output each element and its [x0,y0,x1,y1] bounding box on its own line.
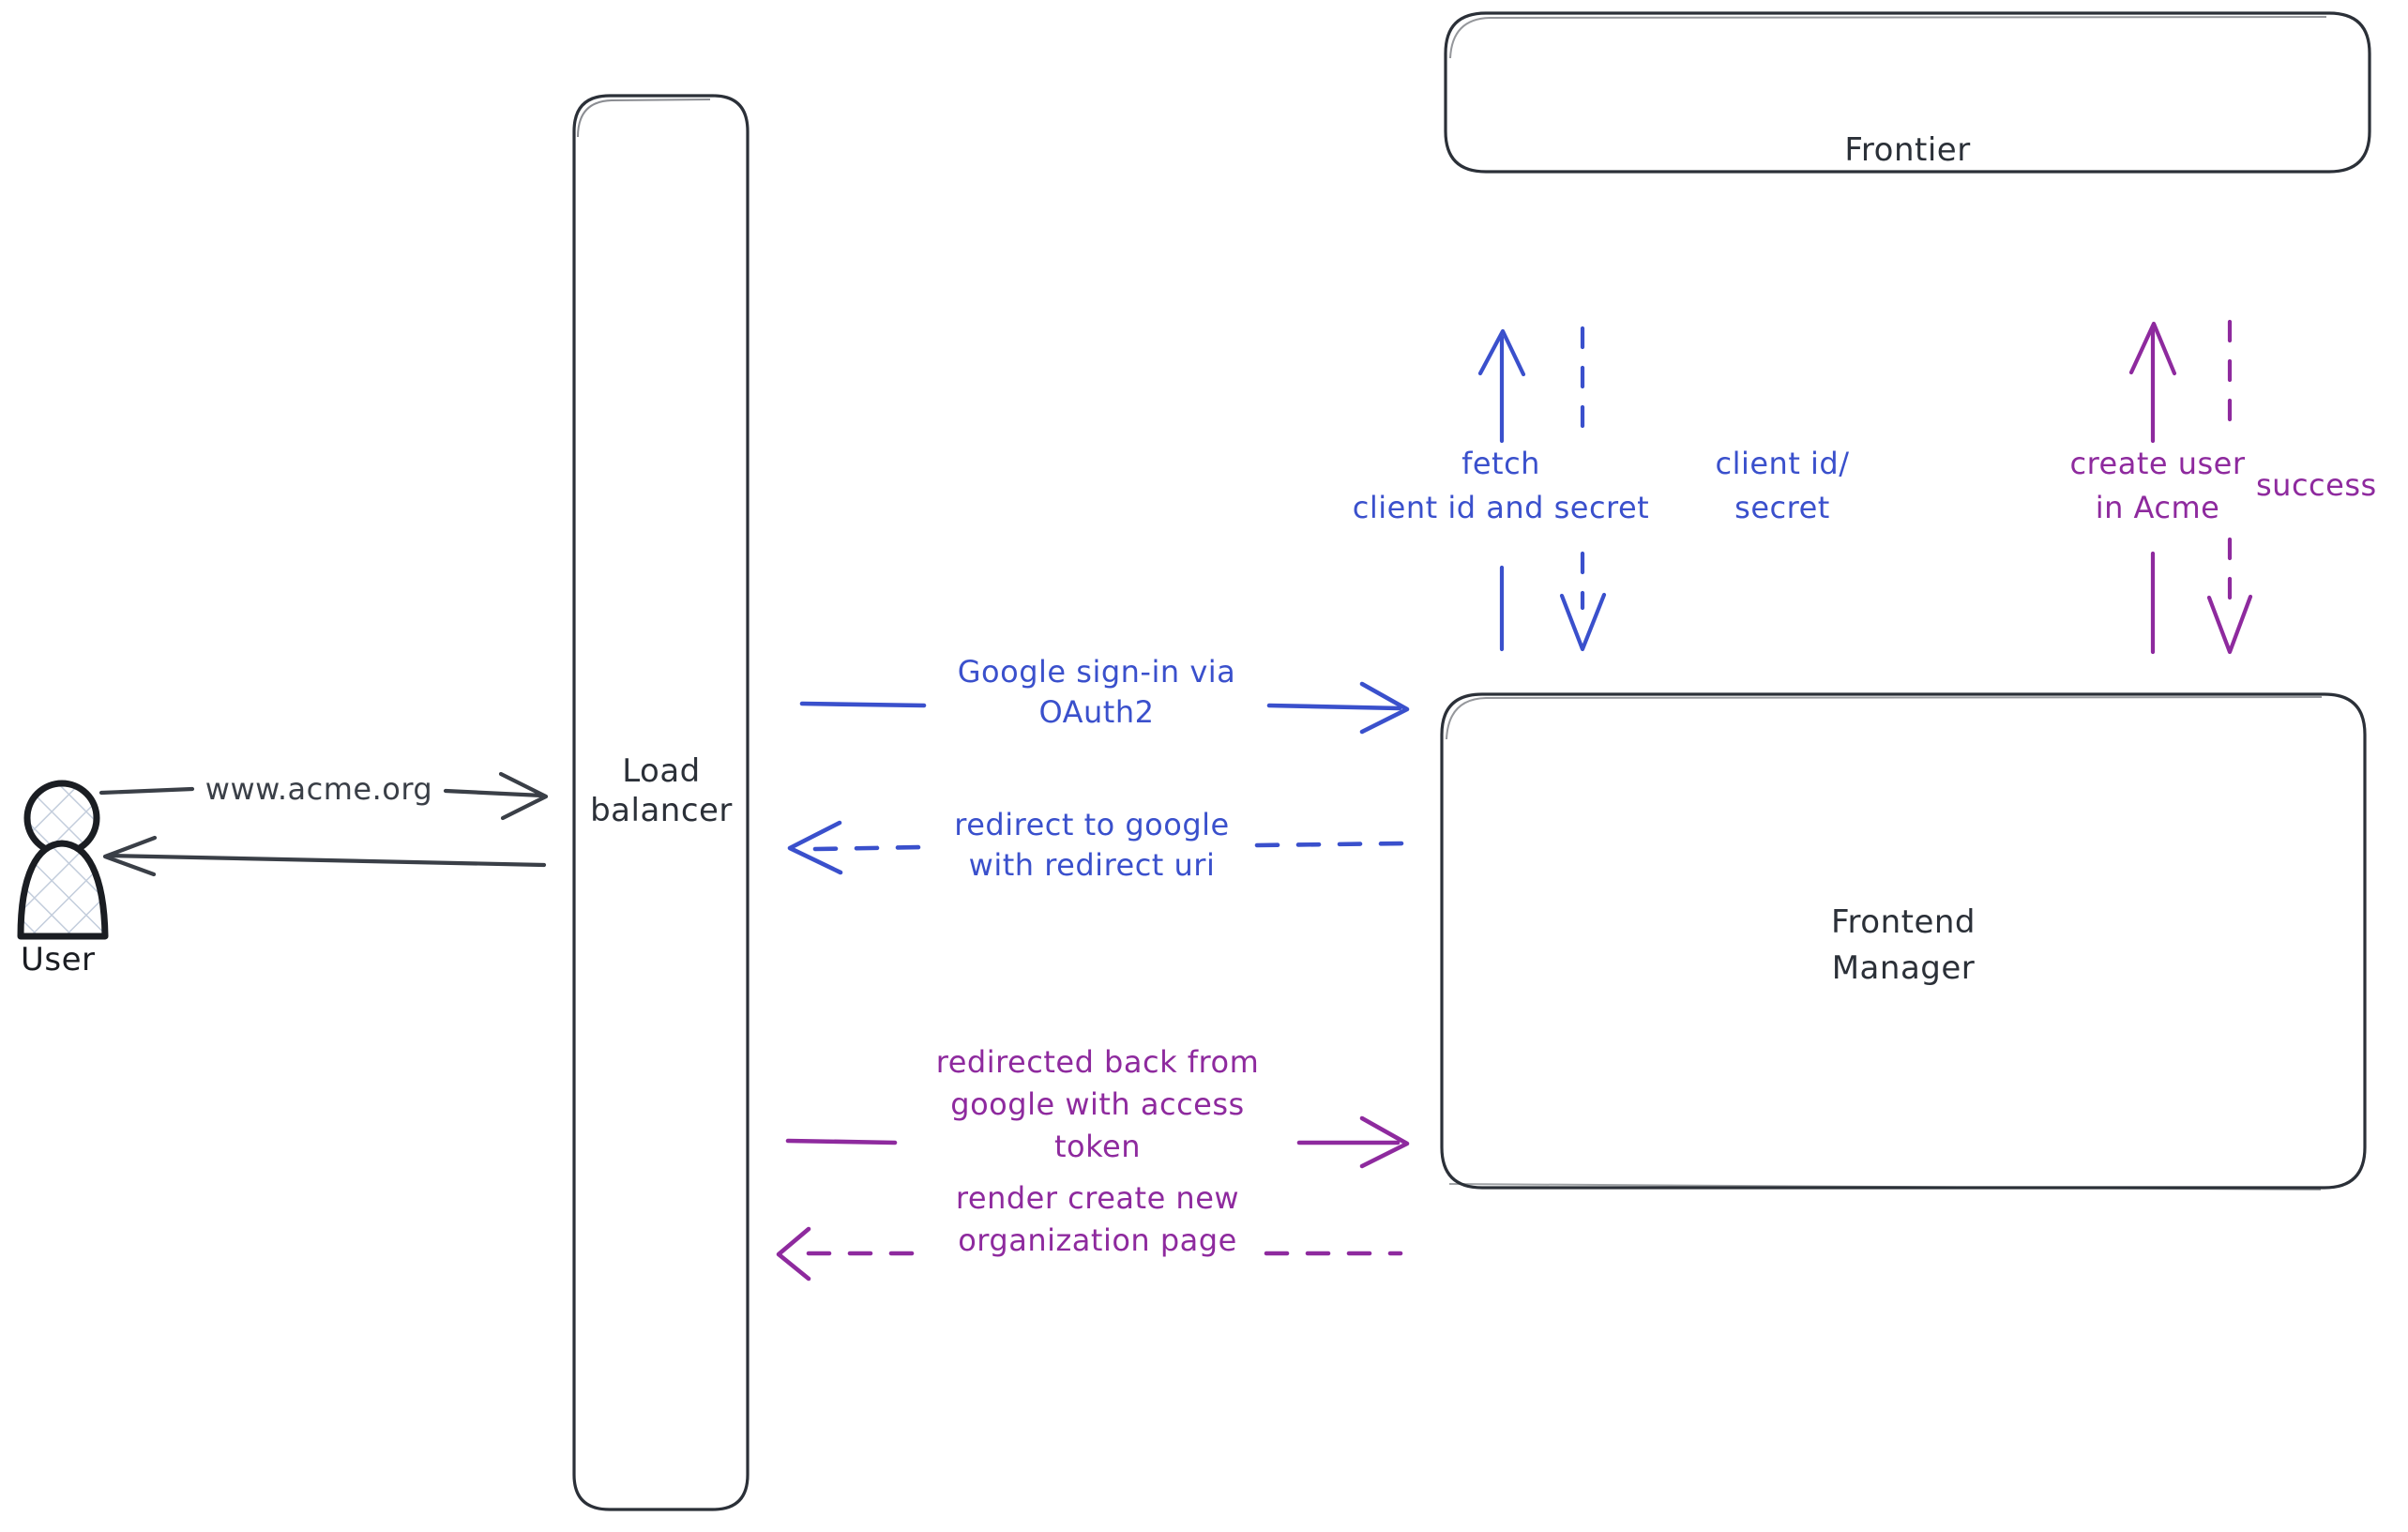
load-balancer-label-line1: Load [622,752,701,790]
edge-load-balancer-to-user [102,835,547,877]
edge-client-id-secret-response [1559,326,1607,652]
edge-label-create-user-line1: create user [2069,446,2246,481]
edge-label-render-org-line1: render create new [955,1180,1240,1216]
edge-user-to-load-balancer [98,771,549,821]
edge-label-fetch-line1: fetch [1461,446,1540,481]
frontend-manager-label-line2: Manager [1831,949,1976,987]
edge-label-google-signin-line1: Google sign-in via [957,654,1236,690]
edge-create-user-in-acme [2128,321,2177,655]
load-balancer-node-shape[interactable] [572,94,750,1511]
edge-label-google-signin-line2: OAuth2 [1038,694,1155,730]
edge-label-www-acme-org: www.acme.org [204,771,433,807]
edge-label-render-org-line2: organization page [958,1222,1237,1258]
user-actor-label: User [21,941,96,978]
edge-label-client-id-line2: secret [1734,490,1830,525]
edge-label-redirect-google-line2: with redirect uri [968,847,1216,883]
edge-redirect-to-google [787,820,1405,875]
edge-render-create-org-page [776,1226,1403,1282]
frontend-manager-node-shape[interactable] [1440,692,2367,1191]
edge-label-redirected-back-line3: token [1054,1129,1141,1164]
edge-google-signin-oauth2 [799,681,1410,735]
edge-label-fetch-line2: client id and secret [1352,490,1650,525]
edge-label-redirected-back-line2: google with access [950,1086,1245,1122]
edge-label-success: success [2256,467,2377,503]
edge-redirected-back-with-token [785,1115,1410,1169]
edge-label-redirect-google-line1: redirect to google [954,807,1230,842]
edge-label-create-user-line2: in Acme [2095,490,2220,525]
edge-label-redirected-back-line1: redirected back from [935,1044,1260,1080]
frontend-manager-label-line1: Frontend [1830,903,1976,941]
user-actor-icon [17,780,109,940]
edge-label-client-id-line1: client id/ [1715,446,1850,481]
frontier-label: Frontier [1844,131,1971,169]
edge-fetch-client-id-and-secret [1477,328,1526,652]
edge-success-response [2206,319,2253,655]
load-balancer-label-line2: balancer [590,792,733,829]
frontier-node-shape[interactable] [1444,11,2371,174]
